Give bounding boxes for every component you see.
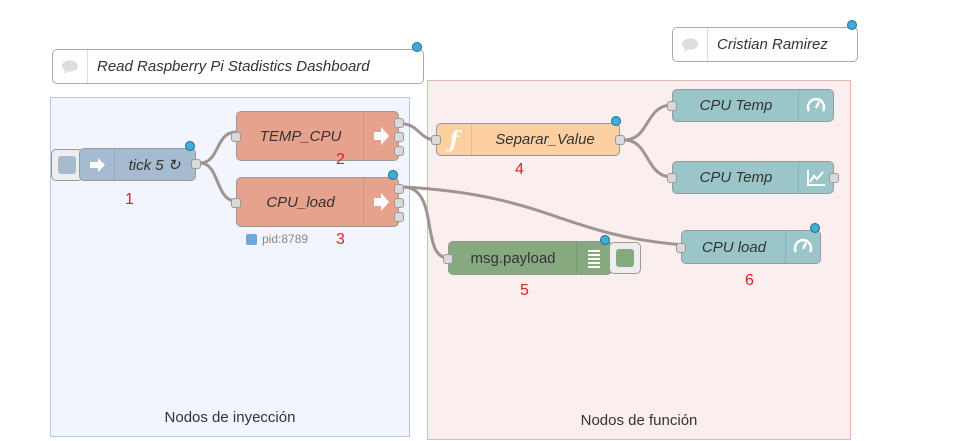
chart-cpu-temp-input-port[interactable] bbox=[667, 173, 677, 183]
gauge-cpu-load-label: CPU load bbox=[701, 238, 767, 256]
cpu-load-output-port-1[interactable] bbox=[394, 184, 404, 194]
debug-toggle-button[interactable] bbox=[609, 242, 641, 274]
temp-cpu-exec-node[interactable]: TEMP_CPU bbox=[231, 111, 404, 161]
chart-cpu-temp-node[interactable]: CPU Temp bbox=[667, 161, 839, 194]
temp-cpu-output-port-2[interactable] bbox=[394, 132, 404, 142]
debug-input-port[interactable] bbox=[443, 254, 453, 264]
gauge-cpu-load-node[interactable]: CPU load bbox=[676, 230, 821, 264]
gauge-cpu-temp-label: CPU Temp bbox=[699, 97, 773, 114]
gauge-cpu-load-status-dot bbox=[810, 223, 820, 233]
exec-arrow-icon bbox=[363, 178, 398, 226]
group-function-label: Nodos de función bbox=[580, 412, 698, 429]
cpu-load-input-port[interactable] bbox=[231, 198, 241, 208]
temp-cpu-output-port-3[interactable] bbox=[394, 146, 404, 156]
status-badge bbox=[246, 233, 257, 245]
chart-cpu-temp-output-port[interactable] bbox=[829, 173, 839, 183]
comment-dashboard-status-dot bbox=[412, 42, 422, 52]
gauge-icon bbox=[785, 231, 820, 263]
separar-label: Separar_Value bbox=[495, 131, 595, 148]
group-injection-label: Nodos de inyección bbox=[164, 409, 296, 426]
separar-output-port[interactable] bbox=[615, 135, 625, 145]
inject-trigger-button[interactable] bbox=[51, 149, 83, 181]
inject-number: 1 bbox=[125, 191, 134, 208]
debug-label: msg.payload bbox=[470, 249, 556, 267]
debug-node[interactable]: msg.payload bbox=[443, 241, 612, 275]
temp-cpu-input-port[interactable] bbox=[231, 132, 241, 142]
comment-dashboard[interactable]: Read Raspberry Pi Stadistics Dashboard bbox=[52, 49, 424, 84]
chart-icon bbox=[798, 162, 833, 193]
wire-load-gauge bbox=[402, 185, 685, 247]
cpu-load-status: pid:8789 bbox=[246, 232, 308, 246]
temp-cpu-label: TEMP_CPU bbox=[259, 127, 342, 145]
debug-number: 5 bbox=[520, 282, 529, 299]
debug-list-icon bbox=[576, 242, 611, 274]
separar-status-dot bbox=[611, 116, 621, 126]
exec-arrow-icon bbox=[363, 112, 398, 160]
function-icon: ƒ bbox=[437, 124, 472, 155]
wire-load-debug bbox=[402, 185, 449, 260]
temp-cpu-number: 2 bbox=[336, 151, 345, 168]
cpu-load-number: 3 bbox=[336, 231, 345, 248]
separar-input-port[interactable] bbox=[431, 135, 441, 145]
comment-icon bbox=[673, 28, 708, 61]
gauge-cpu-load-number: 6 bbox=[745, 272, 754, 289]
wire-inject-load bbox=[199, 161, 237, 203]
wire-separar-gauge bbox=[623, 103, 673, 142]
comment-author-status-dot bbox=[847, 20, 857, 30]
temp-cpu-output-port-1[interactable] bbox=[394, 118, 404, 128]
debug-status-dot bbox=[600, 235, 610, 245]
wire-inject-temp bbox=[199, 130, 237, 165]
chart-cpu-temp-label: CPU Temp bbox=[699, 169, 773, 186]
comment-dashboard-text: Read Raspberry Pi Stadistics Dashboard bbox=[97, 58, 370, 75]
gauge-cpu-load-input-port[interactable] bbox=[676, 243, 686, 253]
gauge-cpu-temp-input-port[interactable] bbox=[667, 101, 677, 111]
cpu-load-output-port-3[interactable] bbox=[394, 212, 404, 222]
cpu-load-exec-node[interactable]: CPU_load bbox=[231, 177, 404, 227]
separar-number: 4 bbox=[515, 161, 524, 178]
cpu-load-status-dot bbox=[388, 170, 398, 180]
cpu-load-label: CPU_load bbox=[266, 193, 335, 211]
cpu-load-output-port-2[interactable] bbox=[394, 198, 404, 208]
inject-node-label: tick 5 ↻ bbox=[128, 156, 181, 174]
inject-node[interactable]: tick 5 ↻ bbox=[79, 148, 201, 181]
wire-separar-chart bbox=[623, 138, 673, 179]
inject-status-dot bbox=[185, 141, 195, 151]
inject-output-port[interactable] bbox=[191, 159, 201, 169]
cpu-load-status-text: pid:8789 bbox=[262, 232, 309, 246]
gauge-cpu-temp-node[interactable]: CPU Temp bbox=[667, 89, 834, 122]
comment-author-text: Cristian Ramirez bbox=[717, 36, 828, 53]
inject-arrow-icon bbox=[80, 149, 115, 180]
separar-function-node[interactable]: ƒ Separar_Value bbox=[431, 123, 625, 156]
gauge-icon bbox=[798, 90, 833, 121]
comment-icon bbox=[53, 50, 88, 83]
comment-author[interactable]: Cristian Ramirez bbox=[672, 27, 858, 62]
